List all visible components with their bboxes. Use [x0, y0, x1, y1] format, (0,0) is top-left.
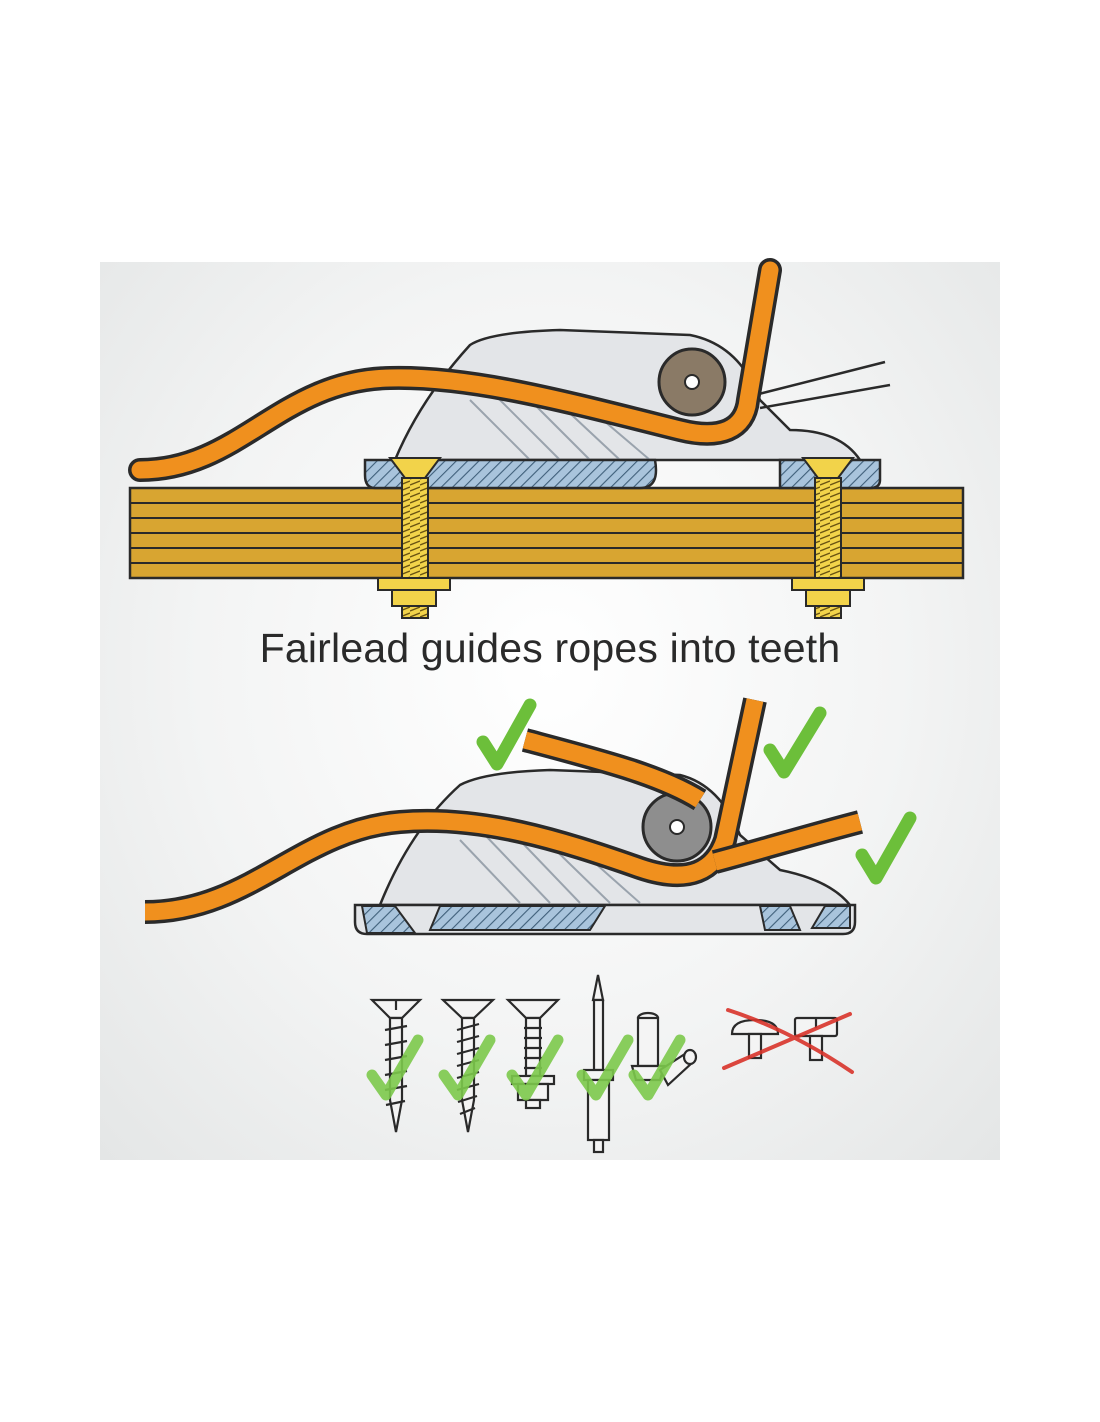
fairlead-roller-bottom [641, 791, 713, 863]
check-icon [628, 1034, 686, 1101]
check-icon [366, 1034, 424, 1101]
check-icon [506, 1034, 564, 1101]
screw-left [377, 457, 451, 619]
check-icon [476, 698, 537, 771]
base-plate [363, 458, 658, 490]
check-icon [855, 811, 917, 885]
slotted-screw-icon [369, 998, 423, 1133]
rope-top [128, 258, 782, 482]
fairlead-roller [657, 347, 727, 417]
rope-right [711, 810, 864, 874]
screw-right [791, 457, 865, 619]
caption: Fairlead guides ropes into teeth [259, 625, 841, 671]
rope-bottom-main [144, 697, 767, 924]
phillips-screw-icon [440, 998, 496, 1133]
check-icon [438, 1034, 496, 1101]
fasteners-row [366, 974, 854, 1154]
thin-ropes [754, 360, 891, 410]
cross-icon [722, 1008, 854, 1074]
bottom-cleat-section [144, 697, 917, 936]
check-icon [576, 1034, 634, 1101]
top-cleat-section [128, 258, 965, 619]
check-icon [763, 706, 827, 779]
rope-upper-left [521, 728, 707, 811]
